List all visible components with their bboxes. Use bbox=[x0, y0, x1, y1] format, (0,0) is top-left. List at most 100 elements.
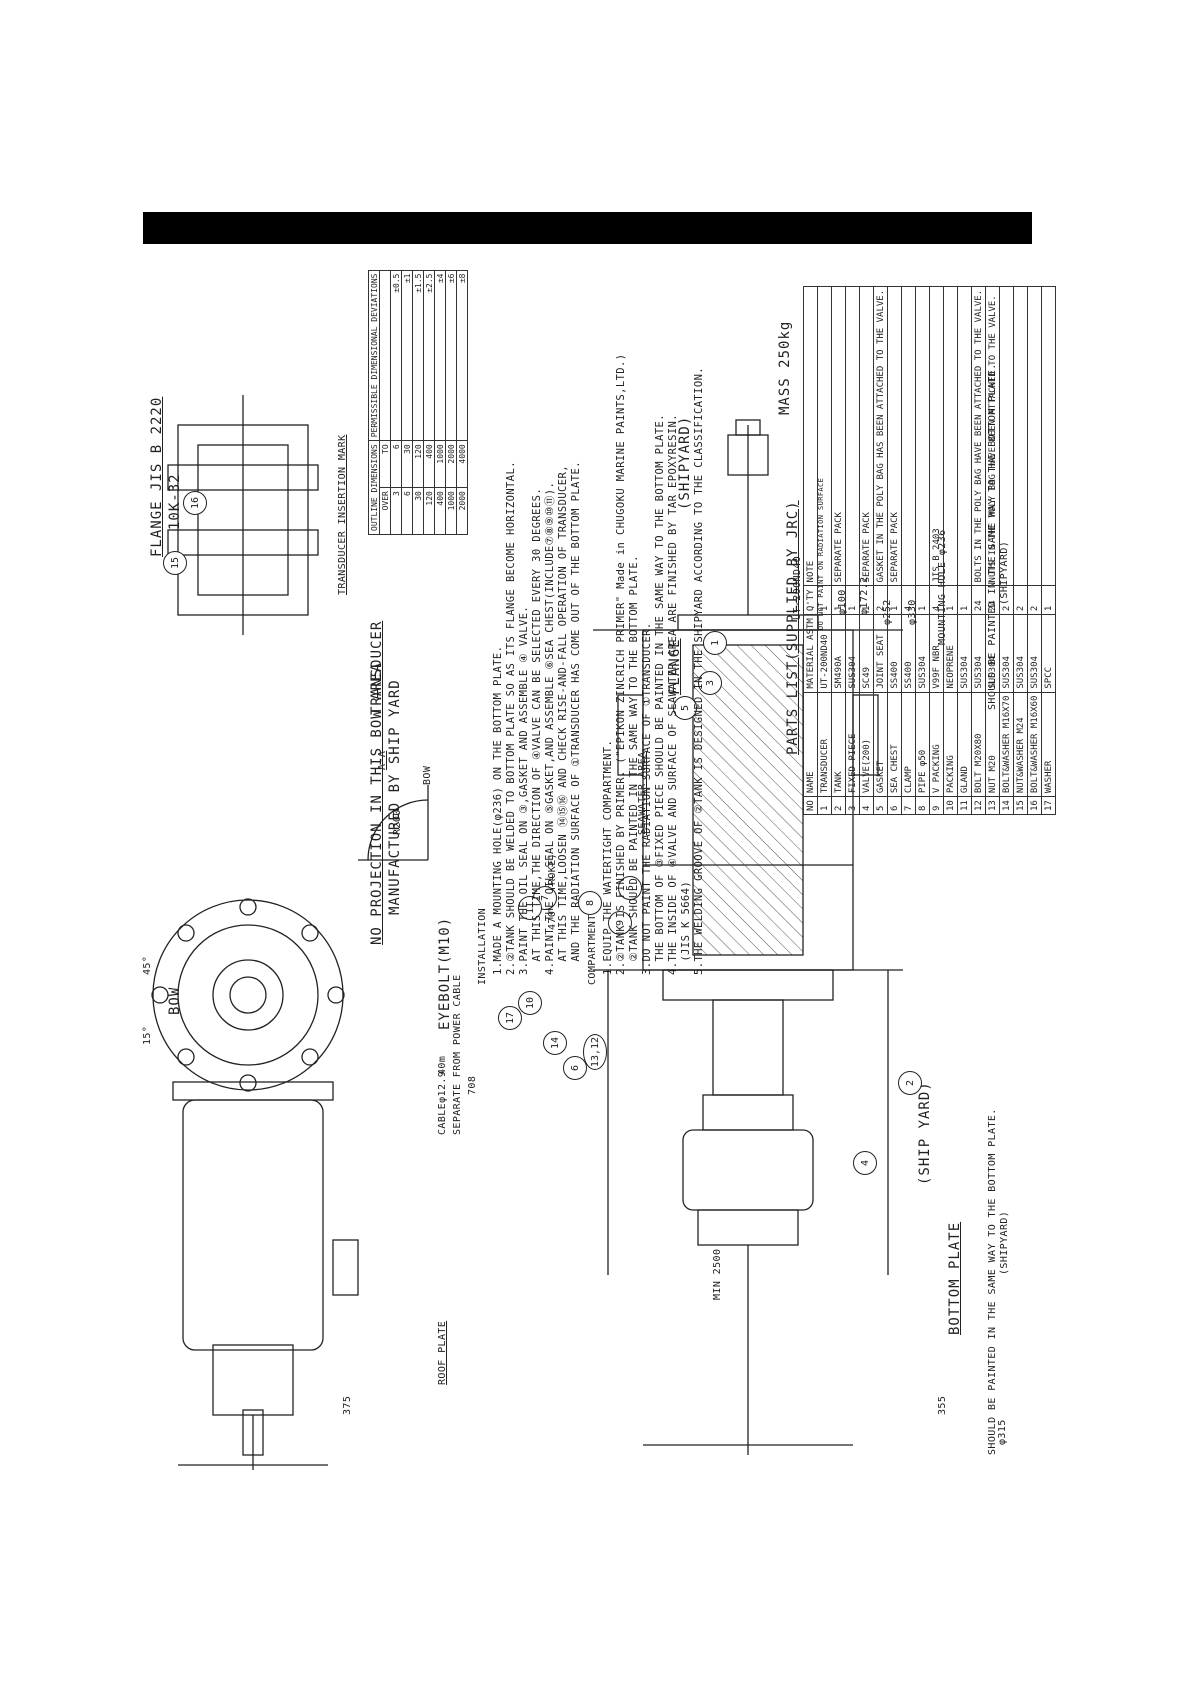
bow-top-label: BOW bbox=[167, 986, 183, 1015]
part-material: SUS304 bbox=[1013, 614, 1028, 693]
part-material: SUS304 bbox=[985, 614, 1000, 693]
part-material: SUS304 bbox=[845, 614, 860, 693]
bubble-16: 16 bbox=[183, 491, 207, 515]
part-no: 3 bbox=[845, 796, 860, 815]
installation-line: AND THE RADIATION SURFACE OF ①TRANSDUCER… bbox=[570, 461, 582, 975]
installation-line: 3.PAINT THE OIL SEAL ON ③,GASKET AND ASS… bbox=[518, 605, 530, 975]
part-qty: 1 bbox=[817, 585, 832, 615]
eyebolt-label: EYEBOLT(M10) bbox=[437, 916, 453, 1030]
bow-arc bbox=[358, 785, 429, 861]
part-name: NUT M20 bbox=[985, 692, 1000, 797]
tol-to: 6 bbox=[390, 440, 402, 488]
part-no: 5 bbox=[873, 796, 888, 815]
mass-block: MASS 250kg bbox=[777, 321, 793, 415]
installation-line: 4.PAINT THE OIL SEAL ON ⑤GASKET,AND ASSE… bbox=[544, 481, 556, 975]
part-no: 12 bbox=[971, 796, 986, 815]
part-qty: 1 bbox=[943, 585, 958, 615]
part-no: 9 bbox=[929, 796, 944, 815]
tol-to: 400 bbox=[423, 440, 435, 488]
tol-over: 120 bbox=[423, 487, 435, 535]
part-note: JIS B 2403 bbox=[929, 286, 944, 586]
part-material: SUS304 bbox=[1027, 614, 1042, 693]
shipyard-left-label: (SHIP YARD) bbox=[917, 1081, 933, 1185]
tol-to: 120 bbox=[412, 440, 424, 488]
tolerance-subheader-blank bbox=[379, 270, 391, 441]
part-no: 4 bbox=[859, 796, 874, 815]
part-qty: 1 bbox=[1041, 585, 1056, 615]
bubble-1: 1 bbox=[703, 631, 727, 655]
part-material: SS400 bbox=[901, 614, 916, 693]
part-name: CLAMP bbox=[901, 692, 916, 797]
part-no: 13 bbox=[985, 796, 1000, 815]
part-qty: 2 bbox=[999, 585, 1014, 615]
part-note: BOLTS IN THE POLY BAG HAVE BEEN ATTACHED… bbox=[971, 286, 986, 586]
installation-line: AT THIS TIME,LOOSEN ⑭⑮⑯ AND CHECK RISE-A… bbox=[557, 465, 569, 975]
cable-label: CABLEφ12.9 bbox=[437, 1070, 448, 1135]
part-qty: 1 bbox=[845, 585, 860, 615]
part-name: PACKING bbox=[943, 692, 958, 797]
part-material: SPCC bbox=[1041, 614, 1056, 693]
compartment-line: (JIS K 5664) bbox=[680, 880, 692, 975]
part-name: NUT&WASHER M24 bbox=[1013, 692, 1028, 797]
cable-length-label: 40m bbox=[437, 1055, 448, 1075]
bubble-2: 2 bbox=[898, 1071, 922, 1095]
part-material: JOINT SEAT bbox=[873, 614, 888, 693]
roof-plate-label: ROOF PLATE bbox=[437, 1320, 448, 1385]
compartment-line: 5.THE WELDING GROOVE OF ②TANK IS DESIGNE… bbox=[693, 366, 705, 975]
cable-separate-label: SEPARATE FROM POWER CABLE bbox=[452, 974, 463, 1135]
tol-to: 2000 bbox=[445, 440, 457, 488]
part-note bbox=[999, 286, 1014, 586]
part-name: PIPE φ50 bbox=[915, 692, 930, 797]
part-note bbox=[1013, 286, 1028, 586]
tol-over: 30 bbox=[412, 487, 424, 535]
part-note: SEPARATE PACK bbox=[859, 286, 874, 586]
flange-title: FLANGE JIS B 2220 bbox=[149, 396, 165, 557]
part-no: 6 bbox=[887, 796, 902, 815]
part-material: SUS304 bbox=[999, 614, 1014, 693]
min-label: MIN 2500 bbox=[712, 1248, 723, 1300]
part-note bbox=[817, 286, 832, 586]
part-name: TRANSDUCER bbox=[817, 692, 832, 797]
part-material: SM490A bbox=[831, 614, 846, 693]
part-name: BOLT&WASHER M16X70 bbox=[999, 692, 1014, 797]
part-material: SUS304 bbox=[915, 614, 930, 693]
tol-dev: ±4 bbox=[434, 270, 446, 441]
tol-dev: ±8 bbox=[456, 270, 468, 441]
tol-dev: ±1.5 bbox=[412, 270, 424, 441]
drawing-linework bbox=[151, 395, 903, 1470]
part-no: 8 bbox=[915, 796, 930, 815]
part-name: TANK bbox=[831, 692, 846, 797]
part-no: 1 bbox=[817, 796, 832, 815]
part-no: 2 bbox=[831, 796, 846, 815]
part-name: BOLT M20X80 bbox=[971, 692, 986, 797]
part-name: FIXED PIECE bbox=[845, 692, 860, 797]
part-note: GASKET IN THE POLY BAG HAS BEEN ATTACHED… bbox=[873, 286, 888, 586]
bubble-4: 4 bbox=[853, 1151, 877, 1175]
parts-header: NO bbox=[803, 796, 818, 815]
section-view bbox=[593, 419, 903, 1455]
tol-to: 1000 bbox=[434, 440, 446, 488]
parts-header: MATERIAL ASTM bbox=[803, 614, 818, 693]
tol-dev: ±0.5 bbox=[390, 270, 402, 441]
part-material: SUS304 bbox=[971, 614, 986, 693]
part-no: 16 bbox=[1027, 796, 1042, 815]
part-note bbox=[943, 286, 958, 586]
bow-small-label: BOW bbox=[422, 765, 433, 785]
installation-title: INSTALLATION bbox=[477, 907, 488, 985]
drawing-sheet: FLANGE JIS B 2220 10K-32 TRANSDUCER INSE… bbox=[138, 255, 1056, 1475]
